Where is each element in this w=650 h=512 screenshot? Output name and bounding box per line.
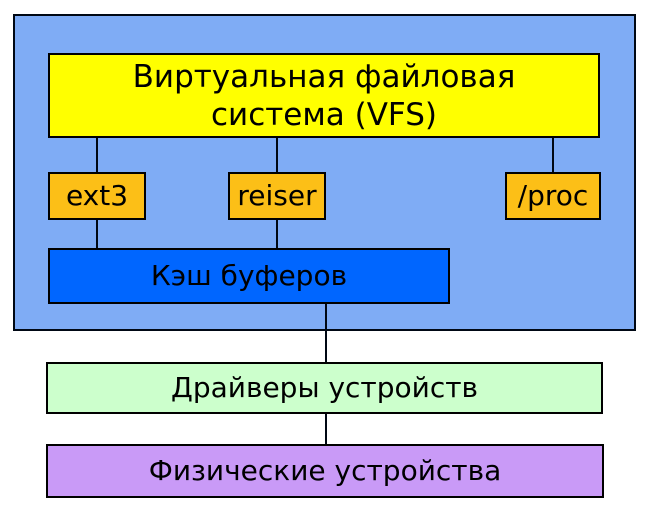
connector-vfs-proc [552, 136, 554, 174]
node-reiser: reiser [228, 172, 326, 220]
node-buffer-cache: Кэш буферов [48, 248, 450, 304]
connector-ext3-buffer-cache [96, 218, 98, 250]
node-ext3: ext3 [48, 172, 146, 220]
node-virtual-file-system: Виртуальная файловая система (VFS) [48, 53, 600, 138]
node-device-drivers: Драйверы устройств [46, 362, 603, 414]
connector-vfs-ext3 [96, 136, 98, 174]
connector-vfs-reiser [276, 136, 278, 174]
connector-cache-drivers [325, 302, 327, 364]
node-proc: /proc [505, 172, 601, 220]
node-physical-devices: Физические устройства [46, 444, 604, 498]
connector-drivers-physical [325, 412, 327, 446]
connector-reiser-buffer-cache [276, 218, 278, 250]
